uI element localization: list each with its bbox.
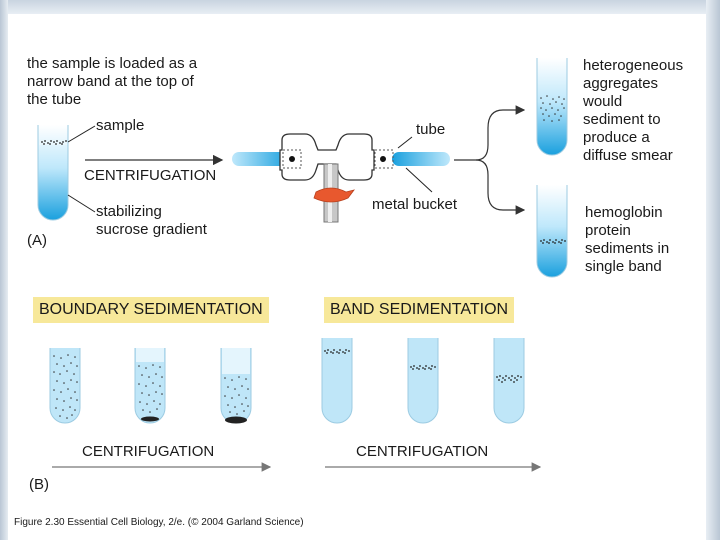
centrifugation-label-boundary: CENTRIFUGATION bbox=[82, 443, 215, 460]
smear-tube bbox=[536, 58, 568, 156]
boundary-tube-1 bbox=[49, 348, 81, 424]
frame-left bbox=[0, 0, 8, 540]
rotor bbox=[232, 133, 450, 223]
branch-arrow-top bbox=[475, 105, 526, 161]
band-tube-2 bbox=[407, 338, 439, 424]
frame-top bbox=[0, 0, 720, 14]
figure-panel bbox=[8, 14, 706, 540]
panel-b-letter: (B) bbox=[29, 476, 49, 493]
hemoglobin-label: hemoglobin protein sediments in single b… bbox=[585, 204, 670, 275]
sample-label: sample bbox=[96, 117, 145, 134]
band-tube-1 bbox=[321, 338, 353, 424]
gradient-label: stabilizing sucrose gradient bbox=[96, 203, 207, 238]
boundary-tube-2 bbox=[134, 348, 166, 424]
frame-right bbox=[706, 0, 720, 540]
bucket-label: metal bucket bbox=[372, 196, 458, 213]
centrifugation-label-band: CENTRIFUGATION bbox=[356, 443, 489, 460]
band-title: BAND SEDIMENTATION bbox=[324, 297, 515, 323]
panel-a-letter: (A) bbox=[27, 232, 47, 249]
tube-label: tube bbox=[416, 121, 446, 138]
figure-caption: Figure 2.30 Essential Cell Biology, 2/e.… bbox=[14, 517, 304, 528]
tube-pointer bbox=[397, 136, 413, 149]
boundary-title: BOUNDARY SEDIMENTATION bbox=[33, 297, 269, 323]
bucket-pointer bbox=[405, 167, 433, 193]
aggregates-label: heterogeneous aggregates would sediment … bbox=[583, 57, 684, 164]
centrifugation-label-a: CENTRIFUGATION bbox=[84, 167, 217, 184]
boundary-tube-3 bbox=[220, 348, 252, 424]
loaded-tube bbox=[37, 125, 69, 221]
band-tube bbox=[536, 185, 568, 278]
gradient-pointer bbox=[67, 194, 96, 213]
sample-pointer bbox=[67, 125, 96, 143]
branch-arrow-bottom bbox=[475, 159, 526, 215]
intro-text: the sample is loaded as a narrow band at… bbox=[27, 55, 198, 108]
band-tube-3 bbox=[493, 338, 525, 424]
